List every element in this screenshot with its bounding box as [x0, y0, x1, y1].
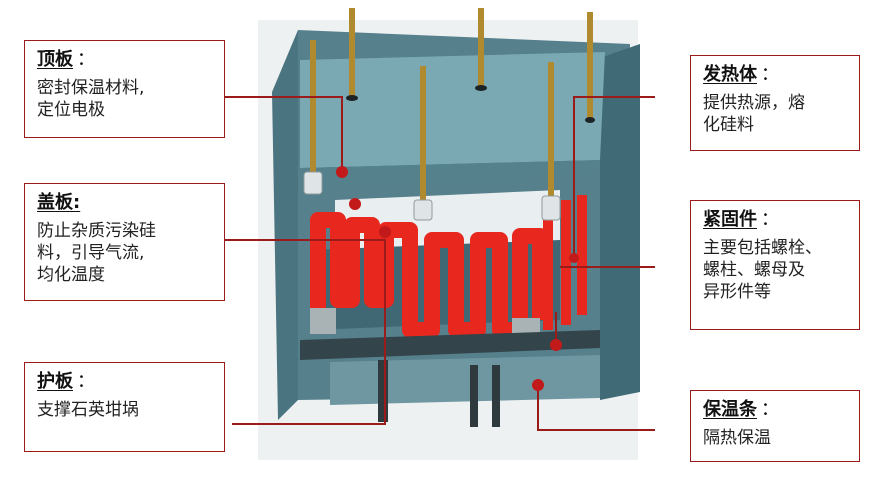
label-title: 紧固件: [703, 209, 757, 230]
label-fastener: 紧固件： 主要包括螺栓、 螺柱、螺母及 异形件等: [690, 200, 860, 330]
label-insulation: 保温条： 隔热保温: [690, 390, 860, 462]
electrode-3: [587, 12, 593, 122]
label-guard-plate: 护板： 支撑石英坩埚: [24, 362, 225, 452]
electrode-6: [548, 62, 554, 197]
bracket-left: [310, 308, 336, 334]
label-colon: ：: [761, 64, 779, 85]
bottom-rail: [300, 330, 600, 360]
sleeve-1: [303, 171, 323, 195]
hole-3: [585, 117, 595, 123]
label-heater: 发热体： 提供热源，熔 化硅料: [690, 55, 860, 151]
hole-2: [475, 85, 487, 91]
electrode-4: [310, 40, 316, 180]
label-colon: ：: [761, 399, 779, 420]
label-top-plate: 顶板： 密封保温材料, 定位电极: [24, 40, 225, 138]
leader-dots: [336, 166, 579, 391]
post-2: [470, 365, 478, 427]
electrode-2: [478, 8, 484, 90]
label-title: 护板: [37, 371, 73, 392]
label-title: 顶板: [37, 49, 73, 70]
label-title: 发热体: [703, 64, 757, 85]
heater-side: [543, 195, 587, 330]
label-desc: 主要包括螺栓、 螺柱、螺母及 异形件等: [703, 238, 822, 302]
electrode-1: [349, 8, 355, 100]
sleeve-2: [413, 199, 433, 221]
label-desc: 密封保温材料, 定位电极: [37, 78, 145, 120]
label-desc: 隔热保温: [703, 428, 771, 448]
label-colon: ：: [761, 209, 779, 230]
top-plate-shape: [300, 52, 605, 168]
insulation-strip-shape: [330, 355, 600, 405]
electrode-5: [420, 66, 426, 206]
label-title: 保温条: [703, 399, 757, 420]
label-title: 盖板:: [37, 192, 81, 213]
label-colon: ：: [77, 49, 95, 70]
right-wall: [600, 44, 640, 400]
label-cover-plate: 盖板: 防止杂质污染硅 料，引导气流, 均化温度: [24, 183, 225, 301]
label-desc: 防止杂质污染硅 料，引导气流, 均化温度: [37, 221, 156, 285]
label-colon: ：: [77, 371, 95, 392]
leader-lines: [225, 96, 655, 431]
sleeve-3: [541, 195, 561, 221]
label-desc: 支撑石英坩埚: [37, 400, 139, 420]
heater-element: [310, 212, 548, 338]
hole-1: [346, 95, 358, 101]
guard-post: [378, 360, 388, 422]
label-desc: 提供热源，熔 化硅料: [703, 93, 805, 135]
post-3: [492, 365, 500, 427]
left-wall: [272, 30, 298, 420]
top-plate-edge: [300, 160, 600, 186]
